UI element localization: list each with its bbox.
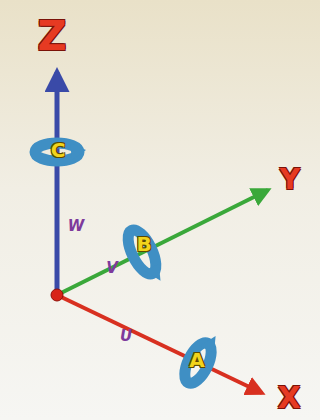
z-axis (55, 72, 60, 295)
axis-label: X (277, 383, 300, 413)
translation-label: W (68, 219, 85, 234)
axis-label: Y (280, 166, 300, 194)
axis-label: Z (37, 16, 66, 56)
translation-label: U (120, 329, 132, 344)
origin-dot (51, 289, 63, 301)
rotation-label: C (51, 140, 66, 160)
y-axis (57, 190, 268, 295)
x-axis (57, 295, 262, 393)
rotation-ring-b (122, 226, 165, 287)
translation-label: V (106, 261, 118, 276)
rotation-ring-a (179, 330, 221, 387)
rotation-label: A (189, 350, 204, 370)
rotation-label: B (136, 234, 151, 254)
